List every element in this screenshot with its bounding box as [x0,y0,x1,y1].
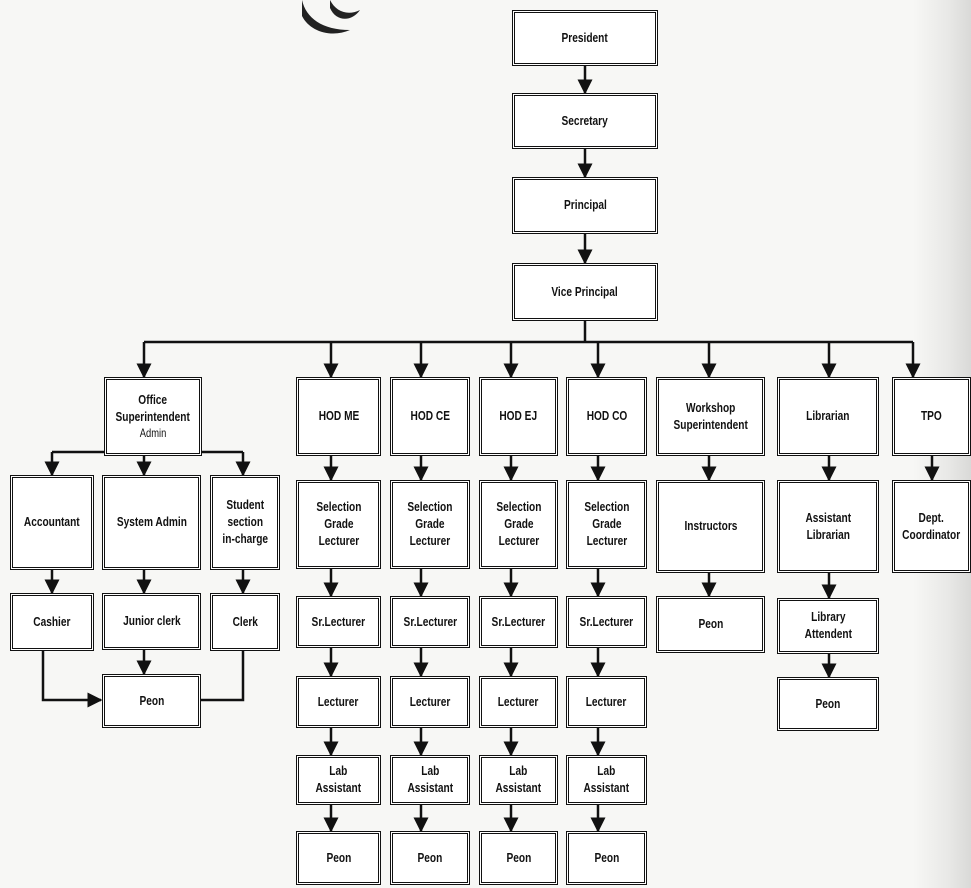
ce-lab-assistant-box: Lab Assistant [390,755,470,805]
me-lab-assistant-box: Lab Assistant [296,755,381,805]
office-superintendent-box: Office Superintendent Admin [104,377,202,456]
me-peon-label: Peon [326,849,351,865]
ce-lecturer-box: Lecturer [390,676,470,728]
ej-selection-grade-box: Selection Grade Lecturer [479,480,558,569]
hod-co-box: HOD CO [566,377,647,456]
instructors-box: Instructors [656,480,765,573]
junior-clerk-box: Junior clerk [102,593,201,650]
library-attendent-box: Library Attendent [777,598,879,654]
system-admin-box: System Admin [102,475,201,570]
hod-ce-box: HOD CE [390,377,470,456]
workshop-superintendent-label: Workshop Superintendent [673,399,748,432]
co-lecturer-box: Lecturer [566,676,647,728]
ce-selection-grade-box: Selection Grade Lecturer [390,480,470,569]
instructors-label: Instructors [684,518,737,534]
me-selection-grade-box: Selection Grade Lecturer [296,480,381,569]
co-sr-lecturer-label: Sr.Lecturer [579,613,634,629]
workshop-peon-label: Peon [698,616,723,632]
ce-lecturer-label: Lecturer [409,693,451,709]
system-admin-label: System Admin [116,514,187,530]
student-section-label: Student section in-charge [222,497,268,546]
ej-lab-assistant-box: Lab Assistant [479,755,558,805]
assistant-librarian-box: Assistant Librarian [777,480,879,573]
accountant-label: Accountant [24,514,80,530]
clerk-box: Clerk [210,593,280,651]
ej-selection-grade-label: Selection Grade Lecturer [495,499,542,548]
office-superintendent-sublabel: Admin [139,425,167,440]
co-peon-box: Peon [566,831,647,885]
librarian-box: Librarian [777,377,879,456]
me-peon-box: Peon [296,831,381,885]
assistant-librarian-label: Assistant Librarian [805,509,851,542]
library-attendent-label: Library Attendent [804,609,852,641]
ce-sr-lecturer-label: Sr.Lecturer [403,613,457,629]
secretary-label: Secretary [561,112,609,128]
ej-sr-lecturer-label: Sr.Lecturer [491,613,546,629]
hod-ce-label: HOD CE [410,408,450,424]
office-peon-box: Peon [102,674,201,728]
co-lab-assistant-label: Lab Assistant [583,763,630,795]
co-selection-grade-box: Selection Grade Lecturer [566,480,647,569]
workshop-superintendent-box: Workshop Superintendent [656,377,765,456]
principal-label: Principal [563,197,607,213]
tpo-box: TPO [892,377,971,456]
co-lecturer-label: Lecturer [586,693,627,709]
ej-lab-assistant-label: Lab Assistant [495,763,542,795]
vice-principal-label: Vice Principal [551,283,619,299]
me-lecturer-box: Lecturer [296,676,381,728]
secretary-box: Secretary [512,93,658,149]
co-lab-assistant-box: Lab Assistant [566,755,647,805]
ce-peon-label: Peon [417,849,443,865]
hod-me-box: HOD ME [296,377,381,456]
cashier-box: Cashier [10,593,94,651]
co-selection-grade-label: Selection Grade Lecturer [583,499,630,548]
co-sr-lecturer-box: Sr.Lecturer [566,596,647,648]
president-label: President [561,29,609,45]
co-peon-label: Peon [594,849,619,865]
hod-co-label: HOD CO [586,408,627,424]
president-box: President [512,10,658,66]
library-peon-label: Peon [815,695,841,711]
me-lab-assistant-label: Lab Assistant [315,763,362,795]
dept-coordinator-label: Dept. Coordinator [902,509,961,542]
cashier-label: Cashier [33,613,71,629]
office-superintendent-label: Office Superintendent [115,391,191,424]
ej-peon-label: Peon [506,849,531,865]
hod-ej-box: HOD EJ [479,377,558,456]
logo-icon [302,0,360,34]
ej-peon-box: Peon [479,831,558,885]
dept-coordinator-box: Dept. Coordinator [892,480,971,573]
office-peon-label: Peon [139,692,164,708]
junior-clerk-label: Junior clerk [122,613,181,629]
ce-sr-lecturer-box: Sr.Lecturer [390,596,470,648]
workshop-peon-box: Peon [656,596,765,653]
me-sr-lecturer-label: Sr.Lecturer [311,613,366,629]
me-sr-lecturer-box: Sr.Lecturer [296,596,381,648]
ce-lab-assistant-label: Lab Assistant [407,763,453,795]
librarian-label: Librarian [806,408,850,424]
ce-selection-grade-label: Selection Grade Lecturer [407,499,453,548]
accountant-box: Accountant [10,475,94,570]
hod-ej-label: HOD EJ [499,408,538,424]
library-peon-box: Peon [777,677,879,731]
hod-me-label: HOD ME [318,408,359,424]
ej-sr-lecturer-box: Sr.Lecturer [479,596,558,648]
ce-peon-box: Peon [390,831,470,885]
ej-lecturer-box: Lecturer [479,676,558,728]
student-section-box: Student section in-charge [210,475,280,570]
vice-principal-box: Vice Principal [512,263,658,321]
principal-box: Principal [512,177,658,234]
tpo-label: TPO [921,408,942,424]
clerk-label: Clerk [232,613,258,629]
ej-lecturer-label: Lecturer [498,693,539,709]
me-lecturer-label: Lecturer [318,693,359,709]
me-selection-grade-label: Selection Grade Lecturer [315,499,362,548]
